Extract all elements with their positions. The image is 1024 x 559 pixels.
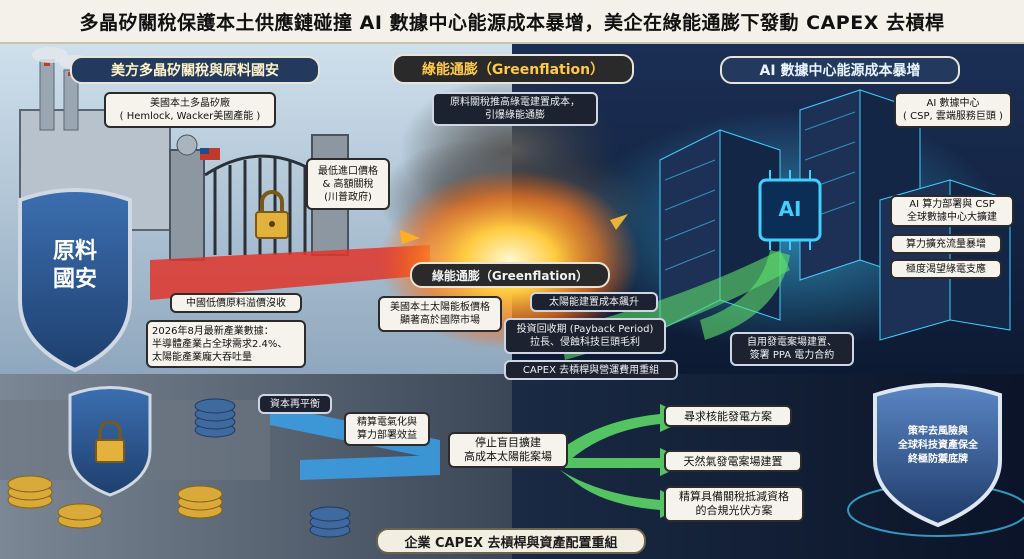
banner-center-top: 綠能通膨（Greenflation） [392, 54, 634, 84]
note-capex: CAPEX 去槓桿與營運費用重組 [504, 360, 678, 380]
note-self-plant: 自用發電案場建置、 簽署 PPA 電力合約 [730, 332, 854, 366]
banner-left-text: 美方多晶矽關稅與原料國安 [111, 63, 279, 79]
page-title: 多晶矽關稅保護本土供應鏈碰撞 AI 數據中心能源成本暴增，美企在綠能通膨下發動 … [79, 11, 945, 34]
banner-center-top-text: 綠能通膨（Greenflation） [421, 62, 605, 78]
note-compliant-pv: 精算具備關稅抵減資格 的合規光伏方案 [664, 486, 804, 522]
note-raw-cost: 原料關稅推高綠電建置成本， 引爆綠能通膨 [432, 92, 598, 126]
note-us-polysilicon: 美國本土多晶矽廠 ( Hemlock, Wacker美國產能 ) [104, 92, 276, 128]
lock-icon [255, 190, 289, 239]
ai-chip-label: AI [778, 197, 802, 221]
shield-lock-icon [68, 386, 152, 497]
shield-left-icon [18, 188, 132, 373]
banner-left: 美方多晶矽關稅與原料國安 [70, 56, 320, 84]
note-ai-csp: AI 算力部署與 CSP 全球數據中心大擴建 [890, 195, 1014, 227]
note-industry-data: 2026年8月最新產業數據： 半導體產業占全球需求2.4%、 太陽能產業龐大吞吐… [146, 320, 306, 368]
note-solar-cost: 太陽能建置成本飆升 [530, 292, 658, 312]
title-bar: 多晶矽關稅保護本土供應鏈碰撞 AI 數據中心能源成本暴增，美企在綠能通膨下發動 … [0, 0, 1024, 44]
shield-right-label: 策牢去風險與 全球科技資產保全 終極防禦底牌 [898, 426, 978, 465]
note-panel-price: 美國本土太陽能板價格 顯著高於國際市場 [378, 296, 502, 332]
note-payback: 投資回收期 (Payback Period) 拉長、侵蝕科技巨頭毛利 [504, 318, 666, 354]
note-stop-build: 停止盲目擴建 高成本太陽能案場 [448, 432, 568, 468]
banner-center-mid-text: 綠能通膨（Greenflation） [431, 268, 589, 283]
banner-right: AI 數據中心能源成本暴增 [720, 56, 960, 84]
note-dumping: 中國低價原料溢價沒收 [170, 293, 302, 313]
shield-left-label: 原料 國安 [52, 239, 97, 292]
note-rebalance: 資本再平衡 [258, 394, 332, 414]
banner-right-text: AI 數據中心能源成本暴增 [759, 63, 921, 79]
note-nuclear: 尋求核能發電方案 [664, 405, 792, 427]
banner-center-mid: 綠能通膨（Greenflation） [410, 262, 610, 288]
note-green-thirst: 極度渴望綠電支應 [890, 259, 1002, 279]
note-ai-dc: AI 數據中心 ( CSP, 雲端服務巨頭 ) [894, 92, 1012, 128]
note-electrify: 精算電氣化與 算力部署效益 [344, 412, 430, 446]
note-gas: 天然氣發電案場建置 [664, 450, 802, 472]
red-flow-arrow [150, 245, 430, 300]
note-price-tariff: 最低進口價格 & 高額關稅 (川普政府) [306, 158, 390, 210]
banner-bottom: 企業 CAPEX 去槓桿與資產配置重組 [376, 528, 646, 554]
note-traffic: 算力擴充流量暴增 [890, 234, 1002, 254]
shield-right-icon [847, 383, 1024, 537]
banner-bottom-text: 企業 CAPEX 去槓桿與資產配置重組 [404, 535, 618, 551]
